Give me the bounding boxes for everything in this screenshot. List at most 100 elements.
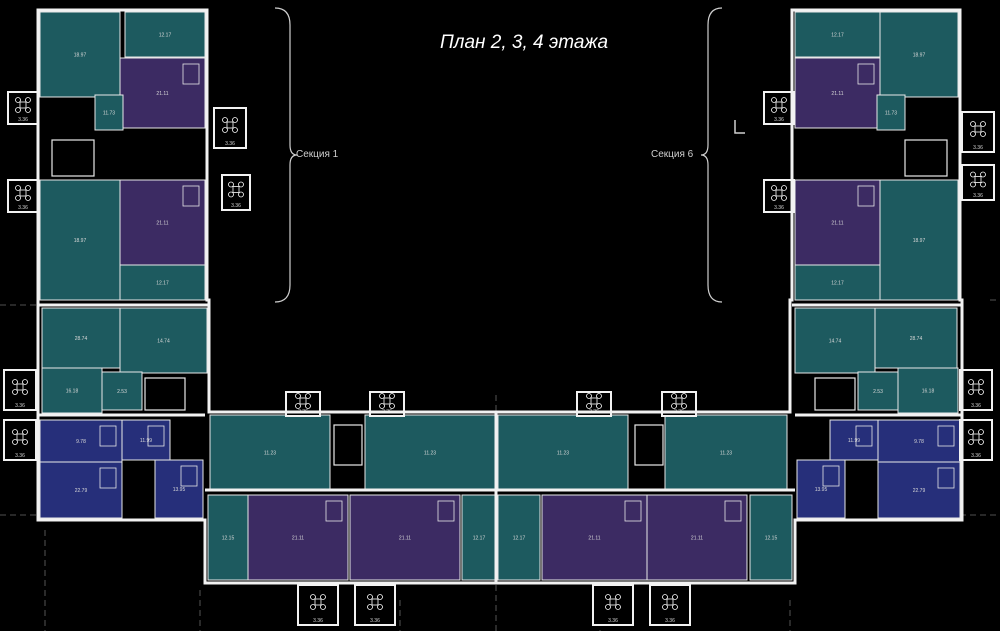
room-area-label: 18.97 <box>913 53 926 59</box>
room-rt-teal-8 <box>874 307 958 369</box>
room-rt-purple-2 <box>794 179 881 266</box>
balcony-area-label: 3.36 <box>774 117 784 123</box>
room-c-teal-8 <box>749 494 793 581</box>
room-lt-teal-7 <box>41 307 121 369</box>
room-area-label: 11.73 <box>885 111 897 117</box>
room-area-label: 22.79 <box>75 488 88 494</box>
room-rt-teal-7 <box>794 307 876 374</box>
balcony-furniture-icon <box>671 393 687 409</box>
room-area-label: 11.99 <box>848 438 860 444</box>
room-area-label: 11.99 <box>140 438 152 444</box>
bed-icon <box>99 467 117 489</box>
section-6-label: Секция 6 <box>651 149 694 160</box>
balcony-furniture-icon <box>12 429 28 445</box>
balcony-furniture-icon <box>970 171 986 188</box>
room-rt-blue-2 <box>877 461 961 519</box>
building-outline <box>36 8 964 585</box>
room-area-label: 12.17 <box>831 281 844 287</box>
room-rt-teal-10 <box>897 367 959 414</box>
room-lt-teal-9 <box>41 367 103 414</box>
room-area-label: 21.11 <box>691 536 703 542</box>
balcony-area-label: 3.36 <box>973 145 983 151</box>
room-lt-teal-6 <box>119 264 206 301</box>
room-area-label: 21.11 <box>156 221 168 227</box>
balcony-furniture-icon <box>15 185 31 201</box>
room-lt-purple-1 <box>119 57 206 129</box>
room-area-label: 21.11 <box>399 536 411 542</box>
room-c-purple-2 <box>349 494 461 581</box>
balcony-furniture-icon <box>295 393 311 409</box>
balcony-furniture-icon <box>662 594 678 610</box>
room-area-label: 22.79 <box>913 488 926 494</box>
room-area-label: 21.11 <box>831 91 843 97</box>
room-area-label: 9.78 <box>76 439 86 445</box>
room-lt-teal-1 <box>39 11 121 98</box>
balcony-area-label: 3.36 <box>665 618 675 624</box>
balcony-furniture-icon <box>222 117 238 133</box>
room-area-label: 11.23 <box>264 451 276 457</box>
room-c-teal-2 <box>364 414 496 491</box>
balcony-bal-l6 <box>3 419 37 461</box>
balcony-area-label: 3.36 <box>15 403 25 409</box>
room-area-label: 2.53 <box>117 389 127 395</box>
room-area-label: 12.17 <box>159 33 172 39</box>
balcony-furniture-icon <box>970 121 986 137</box>
balcony-area-label: 3.36 <box>973 193 983 199</box>
furniture <box>99 63 955 522</box>
balcony-furniture-icon <box>968 429 984 445</box>
room-lt-blue-4 <box>39 419 123 463</box>
bed-icon <box>99 425 117 447</box>
room-area-label: 16.18 <box>922 389 935 395</box>
balcony-area-label: 3.36 <box>18 205 28 211</box>
room-area-label: 12.15 <box>765 536 778 542</box>
balcony-area-label: 3.36 <box>313 618 323 624</box>
balcony-furniture-icon <box>771 185 787 201</box>
room-c-teal-5 <box>207 494 249 581</box>
section-marker <box>734 120 745 134</box>
room-lt-purple-2 <box>119 179 206 266</box>
room-area-label: 28.74 <box>910 336 923 342</box>
room-lt-teal-3 <box>124 11 206 58</box>
bed-icon <box>437 500 455 522</box>
room-area-label: 21.11 <box>156 91 168 97</box>
room-area-label: 16.18 <box>66 389 79 395</box>
room-area-label: 28.74 <box>75 336 88 342</box>
balcony-furniture-icon <box>228 181 244 198</box>
room-rt-teal-5 <box>879 179 959 301</box>
room-area-label: 18.97 <box>74 238 87 244</box>
room-area-label: 13.95 <box>815 487 828 493</box>
bed-icon <box>180 465 198 487</box>
section-1-brace <box>274 7 298 303</box>
balcony-furniture-icon <box>379 393 395 409</box>
room-rt-teal-9 <box>857 371 899 411</box>
room-lt-blue-3 <box>154 459 204 519</box>
room-area-label: 12.17 <box>831 33 844 39</box>
balcony-furniture-icon <box>367 594 383 610</box>
bed-icon <box>182 185 200 207</box>
room-area-label: 12.15 <box>222 536 235 542</box>
balcony-furniture-icon <box>586 393 602 409</box>
bed-icon <box>855 425 873 447</box>
room-c-teal-4 <box>664 414 788 491</box>
room-lt-blue-1 <box>39 461 123 519</box>
balcony-area-label: 3.36 <box>231 203 241 209</box>
balcony-furniture-icon <box>310 594 326 610</box>
bed-icon <box>182 63 200 85</box>
room-area-label: 12.17 <box>473 536 486 542</box>
room-rt-teal-1 <box>879 11 959 98</box>
room-area-label: 21.11 <box>292 536 304 542</box>
room-lt-teal-2 <box>94 94 124 131</box>
balcony-area-label: 3.36 <box>608 618 618 624</box>
room-area-label: 11.23 <box>424 451 436 457</box>
room-area-label: 21.11 <box>831 221 843 227</box>
room-area-label: 11.73 <box>103 111 115 117</box>
room-lt-blue-2 <box>121 419 171 461</box>
balcony-furniture-icon <box>968 379 984 395</box>
bed-icon <box>937 425 955 447</box>
room-c-teal-1 <box>209 414 331 491</box>
bed-icon <box>147 425 165 447</box>
room-area-label: 13.95 <box>173 487 186 493</box>
room-lt-teal-5 <box>39 179 121 301</box>
room-area-label: 11.23 <box>557 451 569 457</box>
